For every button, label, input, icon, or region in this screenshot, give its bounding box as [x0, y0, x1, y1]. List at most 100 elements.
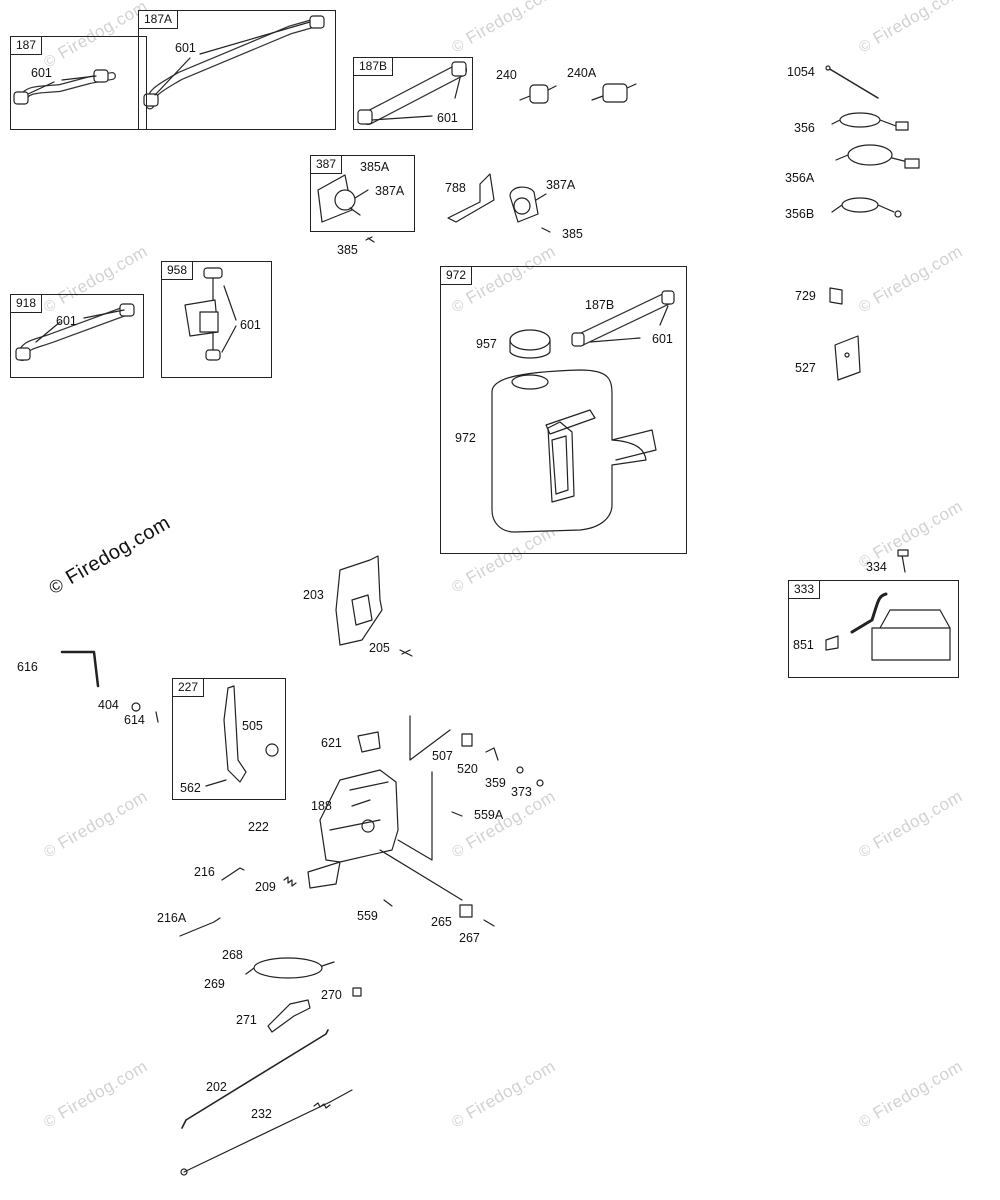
nut-270-drawing — [352, 987, 362, 997]
part-label-271: 271 — [236, 1013, 257, 1027]
part-label-240a: 240A — [567, 66, 597, 80]
tie-1054-drawing — [825, 65, 879, 99]
hose-187b-drawing — [357, 61, 467, 125]
armature-333-drawing — [850, 592, 951, 661]
box-187: 187 — [10, 36, 147, 130]
rod-202-drawing — [181, 1029, 329, 1129]
bracket-788-drawing — [447, 173, 495, 223]
part-label-359: 359 — [485, 776, 506, 790]
link-216-drawing — [221, 867, 245, 881]
part-label-356b: 356B — [785, 207, 815, 221]
part-label-188: 188 — [311, 799, 332, 813]
fuel-pump-387-drawing — [317, 174, 369, 223]
box-187b-tag: 187B — [353, 57, 394, 76]
part-label-356a: 356A — [785, 171, 815, 185]
part-label-957: 957 — [476, 337, 497, 351]
cable-232-drawing — [180, 1089, 353, 1176]
clip-520-drawing — [485, 747, 499, 761]
part-label-203: 203 — [303, 588, 324, 602]
clamp-621-drawing — [357, 731, 381, 753]
screw-559-drawing — [383, 899, 393, 907]
part-label-232: 232 — [251, 1107, 272, 1121]
part-label-559: 559 — [357, 909, 378, 923]
box-918-tag: 918 — [10, 294, 43, 313]
part-label-621: 621 — [321, 736, 342, 750]
part-label-387a: 387A — [375, 184, 405, 198]
box-187b: 187B — [353, 57, 473, 130]
nut-373-drawing — [536, 779, 544, 787]
box-187a-tag: 187A — [138, 10, 179, 29]
hose-187b-tank-drawing — [571, 290, 675, 347]
box-972: 972 — [440, 266, 687, 554]
part-label-216: 216 — [194, 865, 215, 879]
control-bracket-222-drawing — [307, 769, 399, 889]
part-label-562: 562 — [180, 781, 201, 795]
box-227: 227 — [172, 678, 286, 800]
part-label-269: 269 — [204, 977, 225, 991]
part-label-222: 222 — [248, 820, 269, 834]
part-label-972: 972 — [455, 431, 476, 445]
fuel-filter-240-drawing — [519, 84, 557, 104]
box-187-tag: 187 — [10, 36, 43, 55]
box-387-tag: 387 — [310, 155, 343, 174]
box-387: 387 — [310, 155, 415, 232]
valve-958-drawing — [184, 267, 237, 361]
box-333-tag: 333 — [788, 580, 821, 599]
screw-267-drawing — [483, 919, 495, 927]
spring-209-drawing — [283, 876, 297, 887]
wire-356a-drawing — [835, 144, 920, 169]
part-label-851: 851 — [793, 638, 814, 652]
part-label-268: 268 — [222, 948, 243, 962]
part-label-205: 205 — [369, 641, 390, 655]
screw-385-drawing — [365, 236, 375, 243]
part-label-385a: 385A — [360, 160, 390, 174]
box-918: 918 — [10, 294, 144, 378]
cable-268-drawing — [245, 957, 335, 979]
part-label-209: 209 — [255, 880, 276, 894]
part-label-240: 240 — [496, 68, 517, 82]
lever-271-drawing — [267, 999, 311, 1033]
part-label-559a: 559A — [474, 808, 504, 822]
part-label-788: 788 — [445, 181, 466, 195]
part-label-1054: 1054 — [787, 65, 815, 79]
screw-205-drawing — [399, 649, 413, 657]
part-label-601: 601 — [240, 318, 261, 332]
fuel-tank-972-drawing — [491, 369, 657, 533]
screw-559a-drawing — [451, 811, 463, 817]
part-label-267: 267 — [459, 931, 480, 945]
clip-729-drawing — [829, 287, 843, 305]
part-label-614: 614 — [124, 713, 145, 727]
bracket-203-drawing — [335, 555, 383, 646]
box-958-tag: 958 — [161, 261, 194, 280]
part-label-601: 601 — [437, 111, 458, 125]
part-label-373: 373 — [511, 785, 532, 799]
washer-404-drawing — [131, 702, 141, 712]
lever-227-drawing — [205, 685, 279, 787]
hose-187-drawing — [13, 69, 116, 105]
bracket-527-drawing — [834, 335, 861, 381]
box-187a: 187A — [138, 10, 336, 130]
part-label-187b: 187B — [585, 298, 615, 312]
clip-265-drawing — [459, 904, 473, 918]
terminal-851-drawing — [825, 635, 839, 651]
part-label-601: 601 — [652, 332, 673, 346]
part-label-507: 507 — [432, 749, 453, 763]
part-label-385: 385 — [337, 243, 358, 257]
box-972-tag: 972 — [440, 266, 473, 285]
part-label-385: 385 — [562, 227, 583, 241]
hose-187a-drawing — [143, 15, 325, 110]
part-label-404: 404 — [98, 698, 119, 712]
part-label-270: 270 — [321, 988, 342, 1002]
part-label-505: 505 — [242, 719, 263, 733]
nut-507-drawing — [461, 733, 473, 747]
part-label-265: 265 — [431, 915, 452, 929]
part-label-387a: 387A — [546, 178, 576, 192]
part-label-356: 356 — [794, 121, 815, 135]
cable-guide-lines-drawing — [351, 715, 463, 901]
part-label-601: 601 — [56, 314, 77, 328]
part-label-334: 334 — [866, 560, 887, 574]
part-label-616: 616 — [17, 660, 38, 674]
fuel-filter-240a-drawing — [591, 83, 637, 103]
nut-359-drawing — [516, 766, 524, 774]
pin-614-drawing — [155, 711, 159, 723]
